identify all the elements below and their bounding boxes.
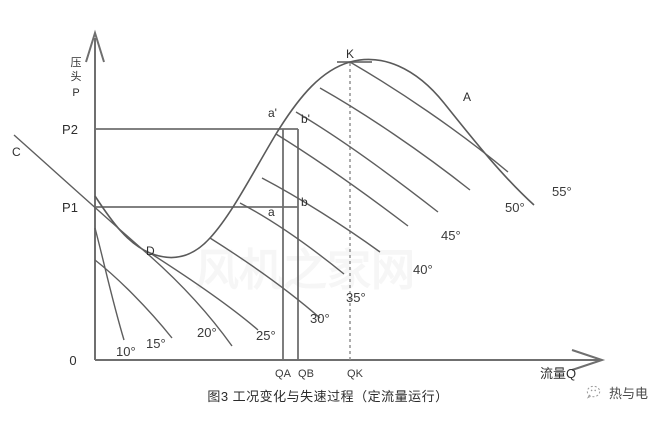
angle-curve-20 (149, 252, 259, 331)
angle-label-10: 10° (116, 344, 136, 359)
y-tick-label-p2: P2 (62, 122, 78, 137)
point-label-C: C (12, 145, 21, 159)
brand-name: 热与电 (608, 386, 648, 401)
angle-curve-family (94, 61, 509, 341)
angle-labels-group: 10° 15° 20° 25° 30° 35° 40° 45° 50° 55° (116, 184, 572, 359)
x-tick-labels: QA QB QK (275, 368, 364, 380)
system-resistance-line-C (13, 134, 233, 347)
wechat-logo-icon (586, 385, 601, 399)
angle-curve-50 (319, 87, 471, 191)
point-label-a: a (268, 205, 275, 219)
y-axis-label-char-2: 头 (71, 70, 82, 83)
point-label-A: A (463, 90, 471, 104)
angle-label-40: 40° (413, 262, 433, 277)
watermark: 风机之家网 (195, 246, 415, 295)
y-axis-label-char-1: 压 (71, 56, 82, 69)
x-tick-label-qk: QK (347, 368, 364, 380)
angle-curve-45 (295, 111, 439, 213)
y-tick-label-p1: P1 (62, 200, 78, 215)
axis-captions: 压 头 P 流量Q 0 (69, 56, 576, 381)
point-label-a-prime: a' (268, 106, 277, 120)
x-axis-arrow-icon (571, 349, 606, 371)
angle-label-15: 15° (146, 336, 166, 351)
y-tick-labels: P2 P1 (62, 122, 78, 215)
angle-label-35: 35° (346, 290, 366, 305)
angle-curve-10 (94, 227, 125, 341)
system-line-C-group (13, 134, 233, 347)
angle-curve-55 (349, 61, 509, 173)
point-label-b-prime: b' (301, 112, 310, 126)
angle-label-50: 50° (505, 200, 525, 215)
brand-watermark: 热与电 (586, 383, 648, 402)
point-label-b: b (301, 195, 308, 209)
angle-label-45: 45° (441, 228, 461, 243)
point-labels-group: C D K A a b a' b' (12, 47, 471, 258)
axes-group (85, 29, 606, 371)
point-label-D: D (146, 244, 155, 258)
angle-curve-35 (261, 177, 381, 253)
watermark-text: 风机之家网 (195, 246, 415, 295)
point-label-K: K (346, 47, 354, 61)
angle-curve-40 (275, 133, 409, 227)
angle-label-55: 55° (552, 184, 572, 199)
origin-label: 0 (69, 353, 76, 368)
reference-lines-group (95, 61, 372, 360)
x-tick-label-qa: QA (275, 368, 292, 380)
angle-curve-25 (209, 237, 321, 319)
angle-label-25: 25° (256, 328, 276, 343)
x-axis-label: 流量Q (540, 366, 576, 381)
angle-curve-15 (94, 259, 173, 339)
y-axis-arrow-icon (85, 29, 105, 63)
figure-caption: 图3 工况变化与失速过程（定流量运行） (207, 389, 449, 404)
angle-label-20: 20° (197, 325, 217, 340)
angle-curve-30 (239, 202, 345, 275)
angle-label-30: 30° (310, 311, 330, 326)
x-tick-label-qb: QB (298, 368, 314, 380)
y-axis-label-char-3: P (72, 87, 79, 99)
